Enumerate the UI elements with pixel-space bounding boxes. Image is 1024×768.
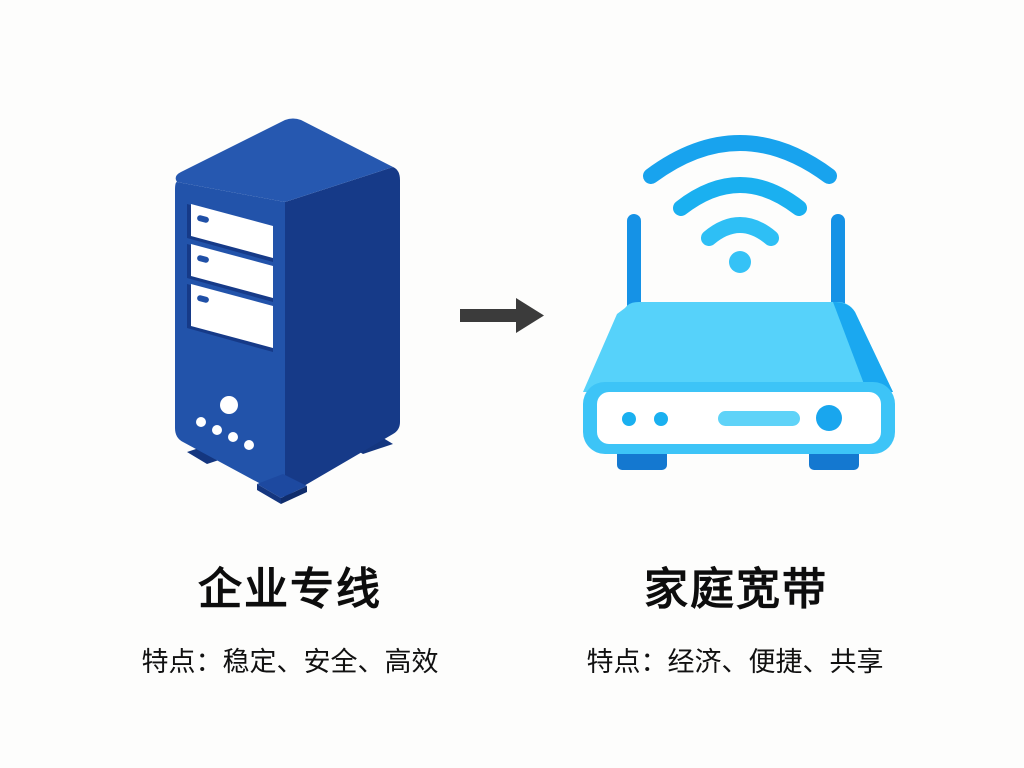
arrow-right-icon	[460, 298, 544, 333]
server-tower-icon	[175, 118, 400, 504]
features-label: 特点：	[141, 647, 223, 678]
features-list: 经济、便捷、共享	[667, 647, 884, 678]
features-list: 稳定、安全、高效	[222, 647, 439, 678]
wifi-router-icon	[583, 135, 895, 470]
home-broadband-features: 特点：经济、便捷、共享	[525, 640, 945, 679]
enterprise-line-title: 企业专线	[198, 564, 382, 615]
features-label: 特点：	[586, 647, 668, 678]
home-broadband-title: 家庭宽带	[644, 564, 828, 615]
enterprise-line-features: 特点：稳定、安全、高效	[80, 640, 500, 679]
